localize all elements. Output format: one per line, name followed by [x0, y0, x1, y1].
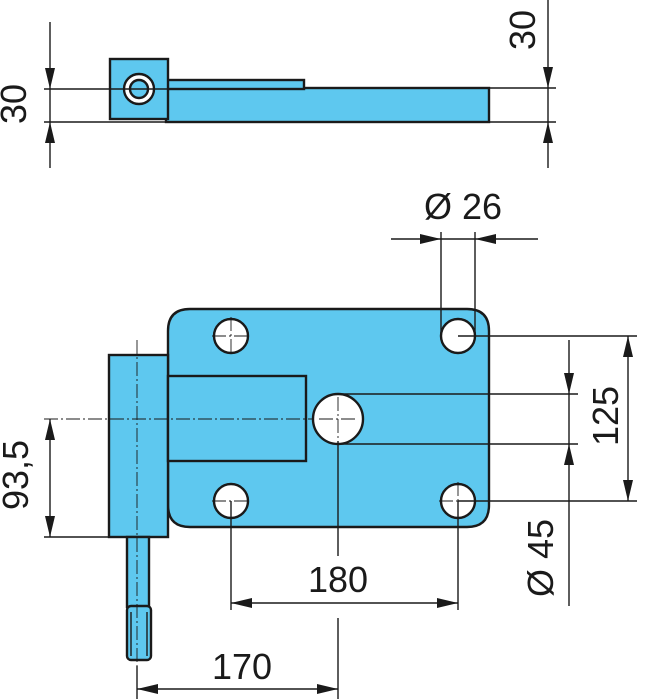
hinge-barrel — [107, 353, 170, 539]
side-height-left-label: 30 — [0, 84, 34, 124]
side-view — [44, 57, 491, 124]
front-view — [44, 307, 491, 666]
hinge-leaf-recess — [166, 374, 308, 463]
large-hole-dia-label: Ø 45 — [520, 519, 561, 597]
shaft-to-center-label: 170 — [212, 646, 272, 687]
hole-spacing-vertical-label: 125 — [585, 386, 626, 446]
side-view-flange — [164, 78, 306, 91]
small-hole-dia-dimension: Ø 26 — [391, 186, 538, 336]
hole-spacing-horizontal-label: 180 — [308, 559, 368, 600]
hole-spacing-vertical-dimension: 125 — [458, 335, 637, 502]
center-offset-left-label: 93,5 — [0, 440, 36, 510]
large-hole-dia-dimension: Ø 45 — [338, 340, 578, 606]
center-offset-left-dimension: 93,5 — [0, 419, 109, 538]
hole-spacing-horizontal-dimension: 180 — [230, 441, 459, 610]
side-view-plate — [164, 86, 491, 124]
side-height-right-dimension: 30 — [489, 0, 556, 168]
shaft-to-center-dimension: 170 — [136, 618, 339, 699]
side-height-left-dimension: 30 — [0, 22, 166, 168]
hinge-pin-tip — [125, 604, 153, 662]
small-hole-dia-label: Ø 26 — [424, 186, 502, 227]
side-height-right-label: 30 — [502, 10, 543, 50]
hinge-pin — [125, 535, 151, 609]
